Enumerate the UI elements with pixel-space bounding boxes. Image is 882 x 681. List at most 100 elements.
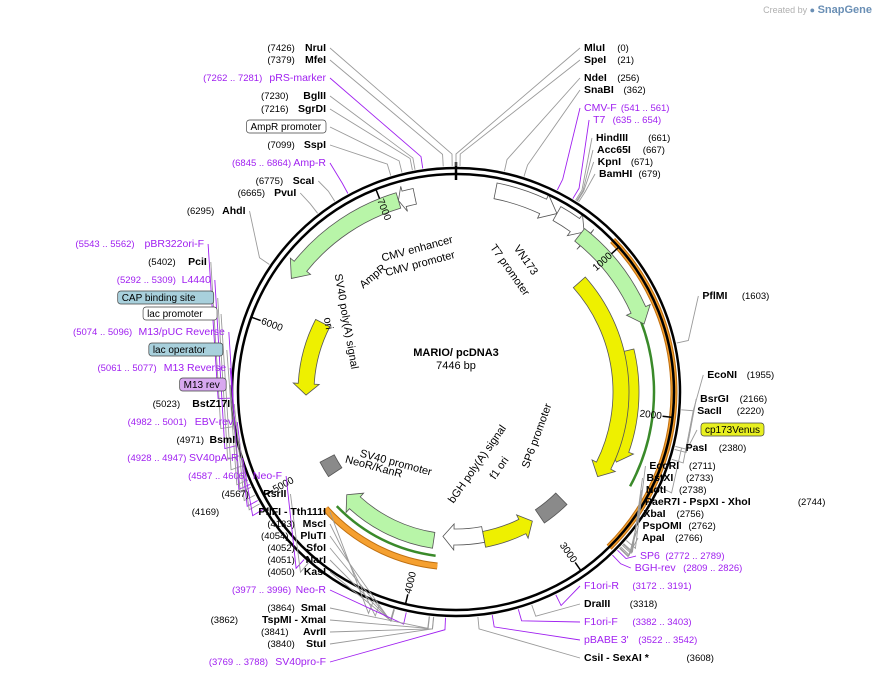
label-coord: (6665) (238, 188, 265, 199)
label-coord: (7216) (261, 104, 288, 115)
tick-mark (574, 562, 582, 572)
label-name: PflMI (702, 290, 727, 302)
leader-line (238, 439, 260, 511)
green-line-bottom (335, 505, 436, 557)
snapgene-logo-icon: ● (809, 5, 816, 15)
label-name: NotI (646, 484, 666, 496)
orange-bottom (323, 506, 438, 569)
feature-label-sp6-promoter: SP6 promoter (520, 402, 555, 470)
label-coord: (635 .. 654) (613, 115, 662, 126)
label-name: L4440 (182, 274, 211, 286)
label-name: BGH-rev (635, 562, 677, 574)
leader-line (329, 511, 374, 615)
label-coord: (661) (648, 133, 670, 144)
label-pasi: PasI(2380) (686, 442, 747, 454)
label-lac-operator: lac operator (148, 342, 224, 357)
leader-line (671, 410, 694, 464)
leader-line (681, 374, 704, 412)
label-name: T7 (593, 114, 605, 126)
label-name: StuI (306, 638, 326, 650)
leader-line (504, 77, 581, 172)
label-coord: (7379) (267, 55, 294, 66)
label-sacii: SacII(2220) (697, 405, 764, 417)
label-coord: (0) (617, 43, 629, 54)
feature-ori (292, 318, 331, 396)
label-coord: (4050) (267, 567, 294, 578)
label-bsmi: BsmI(4971) (177, 434, 236, 446)
label-lac-promoter: lac promoter (142, 306, 218, 321)
label-noti: NotI(2738) (646, 484, 707, 496)
label-coord: (2744) (798, 497, 825, 508)
label-name: PflFI - Tth111I (258, 506, 326, 518)
label-coord: (5292 .. 5309) (117, 275, 176, 286)
label-smai: SmaI(3864) (267, 602, 326, 614)
leader-line (622, 489, 643, 554)
label-name: SgrDI (298, 103, 326, 115)
label-name: SacII (697, 405, 722, 417)
label-pbr322ori-f: pBR322ori-F(5543 .. 5562) (75, 238, 204, 250)
label-pspomi: PspOMI(2762) (643, 520, 716, 532)
label-name: AvrII (303, 626, 326, 638)
feature-neor-kanr (345, 492, 436, 549)
label-cmv-f: CMV-F(541 .. 561) (584, 102, 669, 114)
label-name: BsmI (209, 434, 235, 446)
label-bsrgi: BsrGI(2166) (700, 393, 767, 405)
label-name: CMV-F (584, 102, 617, 114)
tick-label: 3000 (557, 541, 579, 566)
label-name: BstZ17I (192, 398, 230, 410)
label-ahdi: AhdI(6295) (187, 205, 246, 217)
label-name: MfeI (305, 54, 326, 66)
feature-cp173venus (572, 276, 630, 478)
label-name: NruI (305, 42, 326, 54)
label-name: EcoNI (707, 369, 737, 381)
label-box (142, 306, 218, 321)
label-name: SspI (304, 139, 326, 151)
label-name: RsrII (263, 488, 286, 500)
leader-line (329, 59, 444, 167)
label-coord: (2166) (740, 394, 767, 405)
label-pbabe-3: pBABE 3'(3522 .. 3542) (584, 634, 697, 646)
label-mfei: MfeI (7379) (267, 54, 326, 66)
leader-line (660, 447, 683, 494)
leader-line (329, 616, 435, 645)
label-name: CsiI - SexAI * (584, 652, 650, 664)
leader-line (620, 513, 640, 556)
leader-line (675, 429, 698, 450)
leader-line (578, 173, 596, 203)
label-coord: (2772 .. 2789) (665, 551, 724, 562)
leader-line (329, 589, 407, 625)
label-name: MluI (584, 42, 605, 54)
label-acc65i: Acc65I(667) (597, 144, 665, 156)
label-coord: (5061 .. 5077) (97, 363, 156, 374)
label-name: KasI (304, 566, 326, 578)
label-name: NarI (306, 554, 327, 566)
label-coord: (4982 .. 5001) (128, 417, 187, 428)
label-coord: (6845 .. 6864) (232, 158, 291, 169)
leader-line (618, 537, 639, 558)
label-paer7i-pspxi-xhoi: PaeR7I - PspXI - XhoI(2744) (645, 496, 825, 508)
label-pluti: PluTI(4054) (261, 530, 326, 542)
label-coord: (6775) (256, 176, 283, 187)
leader-line (329, 126, 403, 173)
label-name: pRS-marker (269, 72, 326, 84)
leader-line (329, 559, 395, 622)
label-name: SnaBI (584, 84, 614, 96)
label-f1ori-r: F1ori-R(3172 .. 3191) (584, 580, 692, 592)
label-ebv-rev: EBV-rev(4982 .. 5001) (128, 416, 234, 428)
label-coord: (3840) (267, 639, 294, 650)
label-name: SV40pro-F (275, 656, 326, 668)
leader-lines (207, 47, 704, 663)
leader-line (555, 585, 581, 607)
label-name: DraIII (584, 598, 610, 610)
label-name: SV40pA-R (189, 452, 239, 464)
label-coord: (21) (617, 55, 634, 66)
label-m13-rev: M13 rev (179, 377, 227, 392)
label-name: XbaI (643, 508, 665, 520)
label-rsrii: RsrII(4567) (221, 488, 286, 500)
label-coord: (4133) (267, 519, 294, 530)
label-coord: (2756) (677, 509, 704, 520)
label-pvui: PvuI(6665) (238, 187, 297, 199)
leader-line (477, 616, 581, 659)
label-box (246, 119, 327, 134)
